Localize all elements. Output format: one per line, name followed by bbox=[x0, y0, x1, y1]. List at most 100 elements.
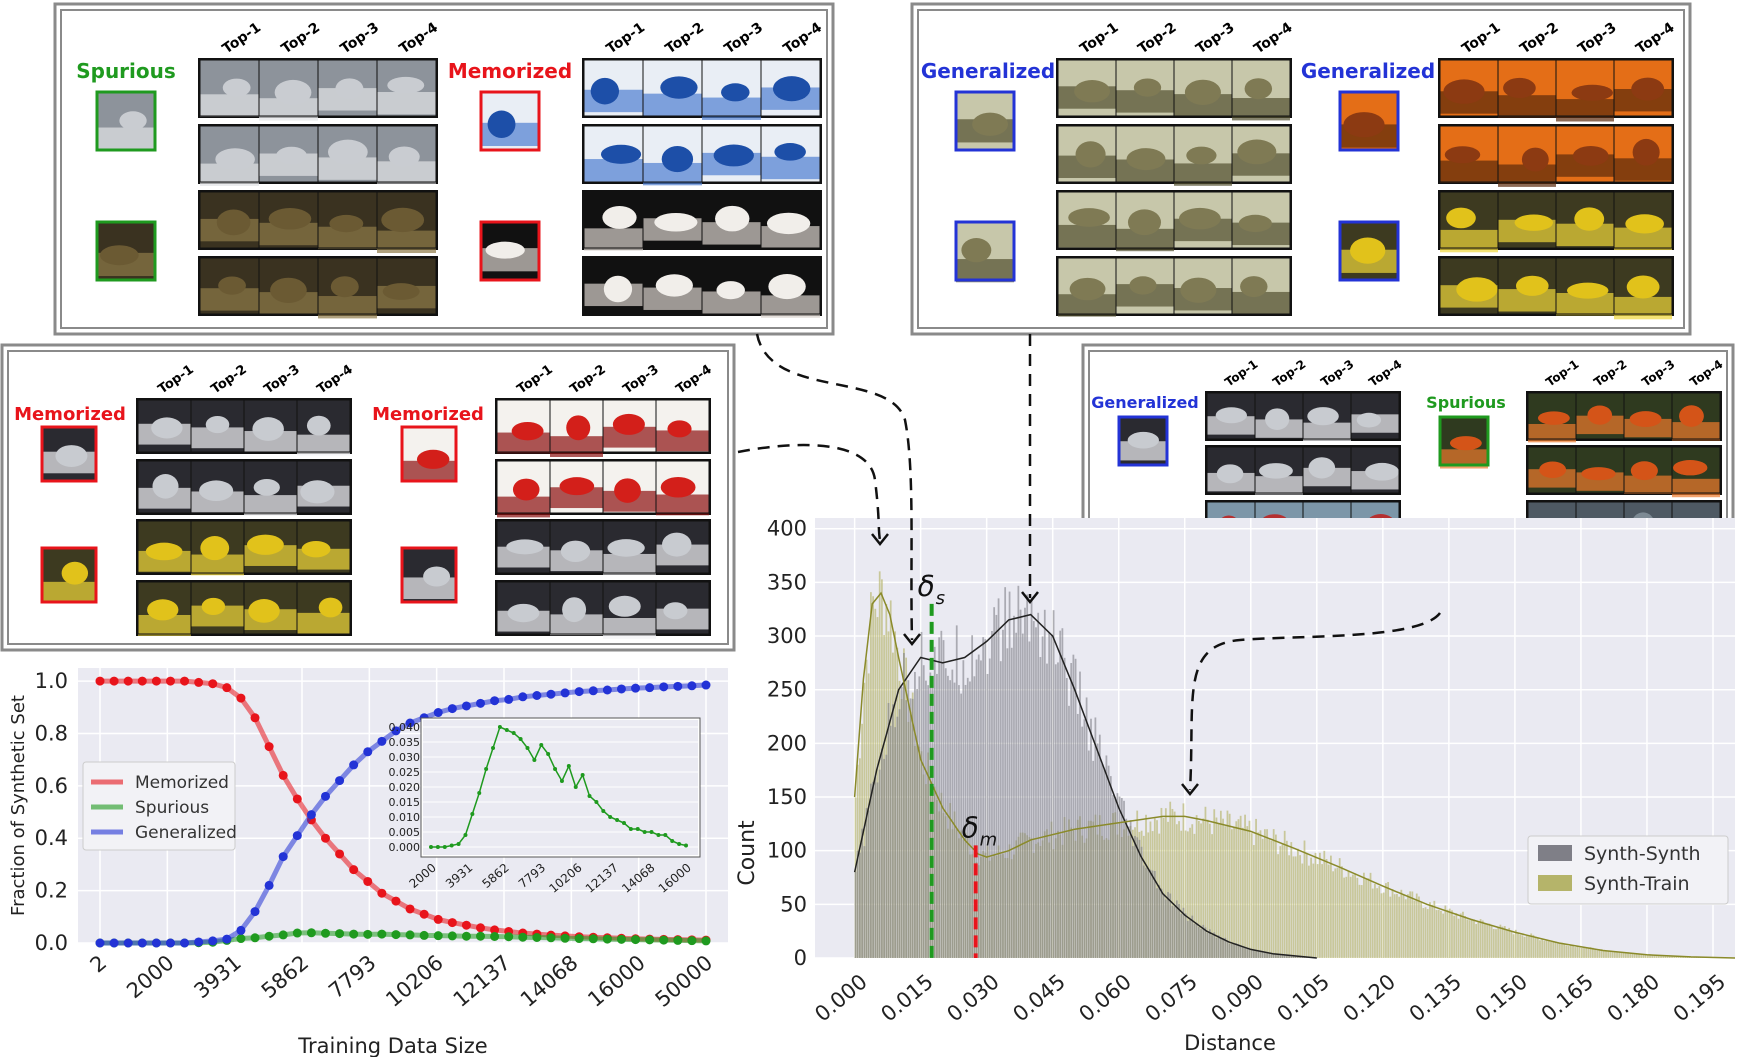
chart2-bar-synth-train bbox=[1400, 889, 1403, 958]
chart1-point-memorized-0 bbox=[95, 676, 105, 686]
chart1-point-generalized-11 bbox=[250, 907, 260, 917]
neighbor-image-p3g2-2-0 bbox=[496, 520, 551, 574]
chart1-point-generalized-22 bbox=[405, 718, 415, 728]
neighbor-image-p3g1-3-1-object bbox=[201, 597, 226, 616]
connector-arrow-4-head bbox=[1181, 783, 1199, 797]
inset-point-25 bbox=[601, 809, 606, 813]
chart2-bar-synth-train bbox=[1519, 934, 1522, 958]
chart1-point-spurious-29 bbox=[504, 932, 514, 942]
chart1-point-memorized-13 bbox=[278, 770, 288, 780]
query-image-p2g2-0-border bbox=[1338, 90, 1400, 152]
neighbor-image-p3g2-2-1-object bbox=[560, 540, 591, 563]
chart2-bar-synth-train bbox=[1233, 827, 1235, 958]
neighbor-image-p2g2-0-3-object bbox=[1631, 77, 1665, 101]
neighbor-image-p1g1-1-1 bbox=[258, 125, 319, 183]
chart1-point-generalized-7 bbox=[194, 937, 204, 947]
neighbor-image-p4g1-0-0 bbox=[1206, 392, 1256, 440]
query-image-p2g1-1-ground bbox=[956, 259, 1014, 283]
neighbor-image-p1g2-0-3-border bbox=[760, 59, 821, 117]
chart2-bar-synth-train bbox=[1486, 923, 1489, 958]
inset-point-34 bbox=[663, 833, 668, 837]
chart2-bar-synth-synth bbox=[903, 652, 905, 958]
chart2-bar-synth-train bbox=[1367, 878, 1370, 958]
inset-point-19 bbox=[559, 779, 564, 783]
chart2-bar-synth-synth bbox=[876, 782, 879, 958]
inset-point-28 bbox=[621, 821, 626, 825]
query-image-p4g1-0-ground bbox=[1119, 441, 1167, 461]
chart1-point-memorized-25 bbox=[447, 918, 457, 928]
neighbor-image-p1g2-2-2-ground bbox=[702, 222, 761, 245]
chart2-bar-synth-synth bbox=[1052, 610, 1055, 958]
neighbor-image-p3g1-3-2-object bbox=[248, 599, 280, 623]
neighbor-image-p3g2-1-3-ground bbox=[656, 494, 709, 516]
query-image-p3g1-0-object bbox=[55, 445, 88, 467]
chart2-bar-synth-train bbox=[1268, 838, 1271, 958]
neighbor-image-p3g2-1-1-object bbox=[559, 477, 595, 496]
connector-arrow-1 bbox=[755, 333, 914, 641]
chart2-bar-synth-synth bbox=[1103, 768, 1106, 958]
chart2-bar-synth-train bbox=[1671, 956, 1673, 958]
chart2-bar-synth-train bbox=[1354, 873, 1356, 958]
chart2-bar-synth-synth bbox=[916, 689, 919, 958]
neighbor-image-p2g2-3-1-object bbox=[1515, 275, 1549, 296]
chart2-ytick-3: 150 bbox=[767, 785, 807, 809]
inset-point-23 bbox=[587, 794, 592, 798]
neighbor-image-p3g2-0-2-object bbox=[612, 413, 645, 435]
chart2-ytick-8: 400 bbox=[767, 517, 807, 541]
neighbor-image-p3g2-1-3-border bbox=[655, 460, 710, 514]
chart1-point-spurious-26 bbox=[461, 931, 471, 941]
chart2-bar-synth-synth bbox=[1008, 591, 1011, 958]
neighbor-image-p3g1-0-1-object bbox=[205, 415, 230, 434]
chart1-point-generalized-31 bbox=[532, 691, 542, 700]
chart2-ytick-0: 0 bbox=[794, 946, 807, 970]
chart1-ytick-3: 0.6 bbox=[35, 774, 68, 798]
neighbor-image-p2g2-3-0 bbox=[1439, 257, 1499, 315]
neighbor-image-p2g1-0-1-object bbox=[1133, 78, 1162, 97]
inset-point-18 bbox=[553, 767, 558, 771]
chart2-xtick-12: 0.180 bbox=[1603, 969, 1664, 1026]
chart2-bar-synth-synth bbox=[887, 702, 890, 958]
chart1-point-spurious-41 bbox=[673, 935, 683, 945]
chart2-bar-synth-train bbox=[1499, 924, 1502, 958]
connector-arrow-4 bbox=[1188, 612, 1442, 791]
chart1-point-generalized-2 bbox=[123, 938, 133, 948]
inset-point-32 bbox=[649, 830, 654, 834]
chart2-bar-synth-train bbox=[863, 682, 866, 958]
chart2-bar-synth-synth bbox=[1202, 924, 1205, 958]
chart2-xtick-5: 0.075 bbox=[1140, 969, 1201, 1026]
chart1-point-memorized-16 bbox=[320, 833, 330, 843]
chart1-point-spurious-33 bbox=[560, 933, 570, 943]
inset-ytick-7: 0.035 bbox=[389, 736, 421, 749]
neighbor-image-p2g2-1-0-object bbox=[1444, 146, 1481, 164]
chart2-bar-synth-train bbox=[1292, 856, 1295, 958]
chart2-bar-synth-synth bbox=[1252, 950, 1255, 958]
chart2-bar-synth-train bbox=[1638, 954, 1640, 958]
chart2-bar-synth-synth bbox=[898, 709, 901, 958]
chart2-bar-synth-train bbox=[1556, 943, 1559, 958]
neighbor-image-p1g1-3-3-object bbox=[382, 283, 420, 300]
neighbor-image-p1g1-1-1-object bbox=[276, 146, 307, 165]
chart2-bar-synth-train bbox=[1338, 858, 1341, 958]
chart2-bar-synth-train bbox=[1380, 893, 1383, 958]
chart1-point-generalized-19 bbox=[363, 747, 373, 757]
chart2-bar-synth-synth bbox=[1116, 793, 1119, 958]
chart2-xtick-4: 0.060 bbox=[1074, 969, 1135, 1026]
chart1-point-spurious-19 bbox=[363, 929, 373, 939]
chart1-point-spurious-43 bbox=[701, 936, 711, 946]
chart2-bar-synth-synth bbox=[1046, 663, 1048, 958]
neighbor-image-p3g2-2-1 bbox=[549, 520, 604, 574]
chart2-bar-synth-train bbox=[1345, 876, 1348, 958]
chart1-point-generalized-34 bbox=[574, 687, 584, 697]
chart2-bar-synth-synth bbox=[1279, 954, 1282, 958]
inset-point-20 bbox=[566, 764, 571, 768]
neighbor-image-p2g2-1-0 bbox=[1439, 125, 1499, 183]
neighbor-image-p2g2-0-1-object bbox=[1503, 77, 1536, 99]
neighbor-image-p3g2-0-3-border bbox=[655, 399, 710, 453]
chart1-point-generalized-39 bbox=[645, 683, 655, 693]
chart2-bar-synth-synth bbox=[1147, 867, 1150, 958]
chart2-bar-synth-train bbox=[1224, 826, 1227, 958]
chart2-bar-synth-synth bbox=[1175, 900, 1178, 958]
chart2-bar-synth-train bbox=[1206, 819, 1209, 958]
chart2-bar-synth-train bbox=[1602, 949, 1605, 958]
